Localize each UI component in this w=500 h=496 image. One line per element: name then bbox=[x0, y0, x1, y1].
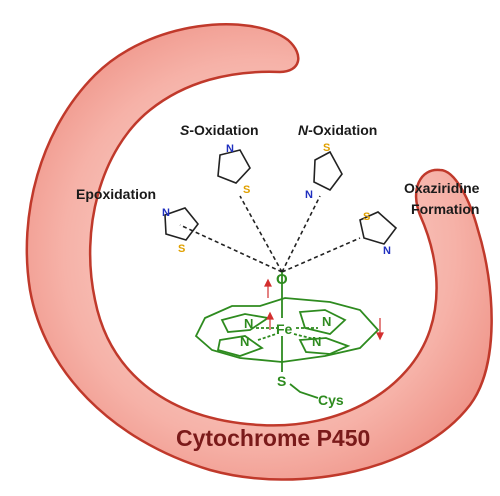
atom-cys: Cys bbox=[318, 392, 344, 408]
thiazole-atoms: N S S N N S S N bbox=[162, 142, 391, 257]
label-oxaziridine-line2: Formation bbox=[411, 201, 480, 217]
label-n-oxidation-rest: -Oxidation bbox=[308, 122, 378, 138]
atom-n-n-ox: N bbox=[305, 189, 313, 201]
atom-n-epox: N bbox=[162, 207, 170, 219]
heme-porphyrin-icon bbox=[194, 272, 380, 399]
atom-s-epox: S bbox=[178, 243, 185, 255]
label-n-oxidation-prefix: N bbox=[298, 122, 309, 138]
atom-n-1: N bbox=[244, 316, 253, 331]
atom-iron: Fe bbox=[276, 321, 293, 337]
heme-atoms: O Fe N N N N S Cys bbox=[240, 271, 344, 408]
atom-s-n-ox: S bbox=[323, 142, 330, 154]
protein-shell-icon bbox=[25, 23, 493, 481]
red-arrow-icon bbox=[264, 278, 384, 341]
dashed-bonds bbox=[179, 195, 361, 273]
label-n-oxidation: N-Oxidation bbox=[298, 122, 377, 138]
atom-n-3: N bbox=[240, 334, 249, 349]
atom-oxygen: O bbox=[276, 271, 288, 288]
atom-n-2: N bbox=[322, 314, 331, 329]
label-s-oxidation-rest: -Oxidation bbox=[189, 122, 259, 138]
figure-title: Cytochrome P450 bbox=[176, 425, 371, 451]
label-epoxidation: Epoxidation bbox=[76, 186, 157, 202]
label-s-oxidation-prefix: S bbox=[180, 122, 190, 138]
atom-sulfur: S bbox=[277, 373, 286, 389]
label-s-oxidation: S-Oxidation bbox=[180, 122, 259, 138]
label-oxaziridine-line1: Oxaziridine bbox=[404, 180, 480, 196]
thiazole-ring-icon bbox=[164, 149, 398, 245]
label-oxaziridine: Oxaziridine Formation bbox=[404, 178, 479, 220]
atom-n-s-ox: N bbox=[226, 143, 234, 155]
atom-n-oxaz: N bbox=[383, 245, 391, 257]
atom-s-oxaz: S bbox=[363, 211, 370, 223]
atom-s-s-ox: S bbox=[243, 184, 250, 196]
atom-n-4: N bbox=[312, 334, 321, 349]
